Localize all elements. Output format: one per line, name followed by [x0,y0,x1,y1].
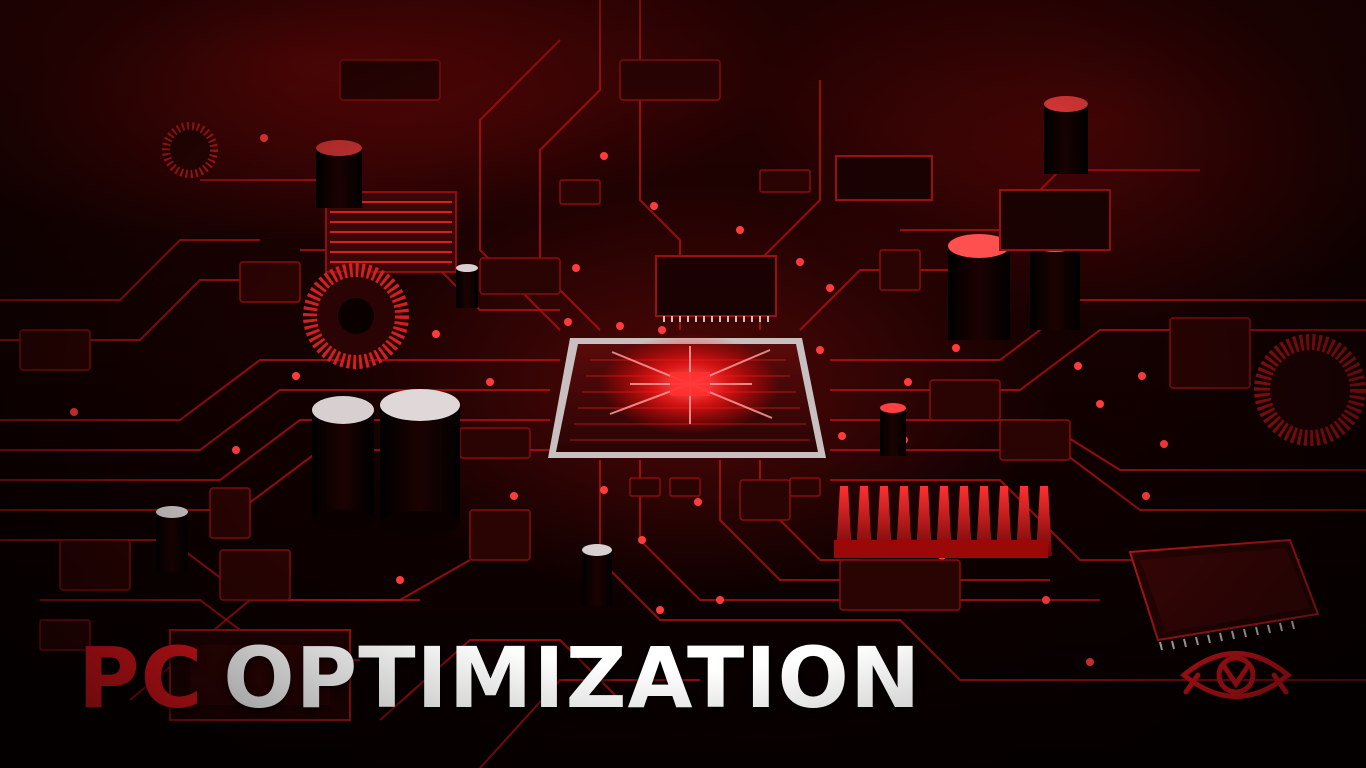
lower-right-chip [1128,538,1320,651]
title-accent: PC [78,629,204,727]
cpu-chip [548,334,826,458]
heatsink-fins [834,486,1052,558]
eye-circuit-logo-icon [1180,651,1292,699]
title-main: OPTIMIZATION [223,629,922,727]
